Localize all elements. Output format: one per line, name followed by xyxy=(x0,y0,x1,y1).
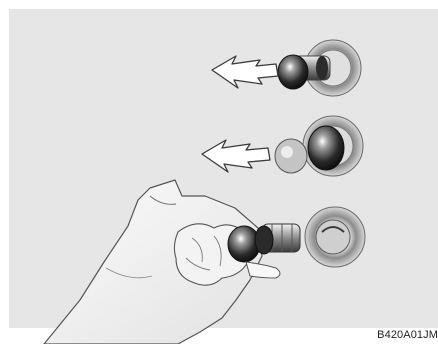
socket-3 xyxy=(305,207,365,267)
lighter-knob-2-inner xyxy=(308,126,344,170)
figure-code-label: B420A01JM xyxy=(377,329,438,341)
lighter-knob-2-outer xyxy=(275,139,307,173)
lighter-knob-1 xyxy=(278,55,308,89)
